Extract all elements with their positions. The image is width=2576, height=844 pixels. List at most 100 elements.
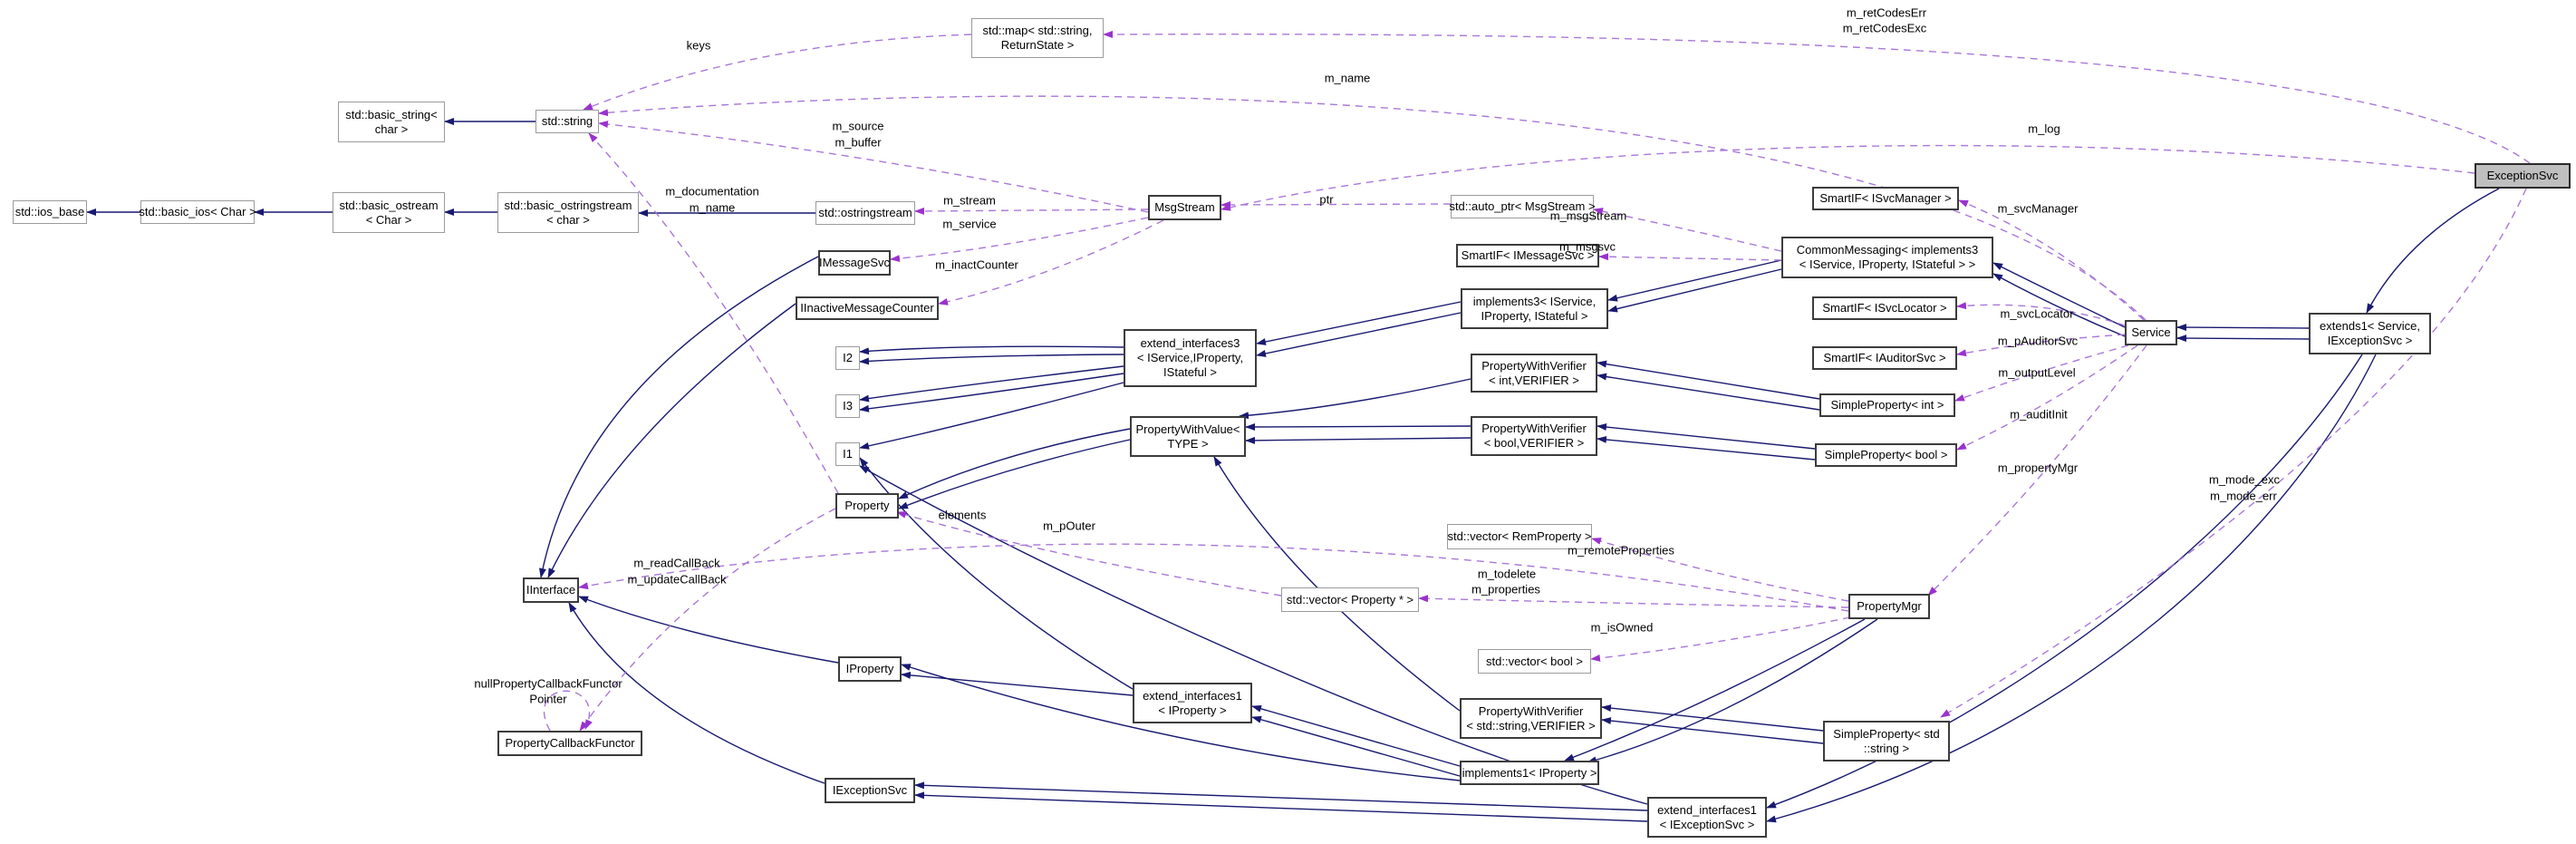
node-label-line: ExceptionSvc [2486,169,2559,182]
usage-edge-71 [543,690,593,732]
node-simpleproperty-int[interactable]: SimpleProperty< int > [1819,393,1955,417]
node-i1[interactable]: I1 [835,442,860,466]
usage-edge-67 [1590,616,1851,662]
node-std-string[interactable]: std::string [535,110,599,133]
usage-edge-50 [598,121,1149,213]
edge-label-m_retCodesErr: m_retCodesErr [1846,5,1927,20]
inheritance-edge-40 [859,382,1124,450]
node-label-line: SimpleProperty< bool > [1824,448,1948,461]
node-label-line: < Char > [365,212,412,227]
node-label-line: IProperty, IStateful > [1481,308,1588,323]
inheritance-edge-43 [539,256,819,578]
node-imessagesvc[interactable]: IMessageSvc [818,250,891,276]
node-ostringstream[interactable]: std::ostringstream [815,201,915,225]
inheritance-edge-14 [914,781,1648,811]
inheritance-edge-7 [1992,262,2126,328]
node-smartif-iauditorsvc[interactable]: SmartIF< IAuditorSvc > [1812,346,1957,370]
node-label-line: PropertyWithVerifier [1478,703,1584,718]
node-extend-interfaces3[interactable]: extend_interfaces3< IService,IProperty,I… [1124,329,1257,387]
node-vector-property-ptr[interactable]: std::vector< Property * > [1281,587,1419,612]
usage-edge-72 [1940,188,2527,718]
usage-edge-68 [578,543,1849,612]
inheritance-edge-17 [1251,715,1461,777]
node-label-line: MsgStream [1154,200,1215,214]
node-i3[interactable]: I3 [835,394,860,418]
node-iexceptionsvc[interactable]: IExceptionSvc [825,778,915,803]
node-vector-bool[interactable]: std::vector< bool > [1478,649,1591,674]
node-basic-ios[interactable]: std::basic_ios< Char > [139,200,256,224]
edge-label-m_readCallBack: m_readCallBack [633,556,720,570]
usage-edge-48 [583,34,972,111]
edge-label-m_mode_exc: m_mode_exc [2208,472,2281,487]
edge-label-m_documentation: m_documentation [665,184,759,199]
usage-edge-64 [1927,344,2147,597]
node-auto-ptr[interactable]: std::auto_ptr< MsgStream > [1449,195,1596,218]
node-label-line: IProperty [845,662,894,675]
node-vector-remproperty[interactable]: std::vector< RemProperty > [1447,524,1592,549]
usage-edge-51 [588,132,839,494]
node-extend-interfaces1-iexceptionsvc[interactable]: extend_interfaces1< IExceptionSvc > [1647,797,1767,838]
node-iinterface[interactable]: IInterface [523,577,579,603]
node-label-line: PropertyMgr [1857,599,1922,613]
node-propertycallbackfunctor[interactable]: PropertyCallbackFunctor [497,731,642,756]
node-smartif-imessagesvc[interactable]: SmartIF< IMessageSvc > [1456,244,1599,267]
node-implements3[interactable]: implements3< IService,IProperty, IStatef… [1461,288,1608,329]
edge-label-m_inactCounter: m_inactCounter [935,257,1018,272]
node-ios-base[interactable]: std::ios_base [13,200,87,224]
node-msgstream[interactable]: MsgStream [1148,195,1221,220]
inheritance-edge-9 [2176,324,2310,332]
edge-label-m_todelete: m_todelete [1477,567,1537,581]
node-basic-string[interactable]: std::basic_string<char > [338,102,445,142]
node-basic-ostringstream[interactable]: std::basic_ostringstream< char > [497,192,639,233]
node-extends1-service[interactable]: extends1< Service,IExceptionSvc > [2309,313,2431,354]
node-propertywithvalue[interactable]: PropertyWithValue<TYPE > [1130,416,1246,457]
node-label-line: char > [374,121,409,136]
node-label-line: PropertyCallbackFunctor [505,736,635,750]
usage-edge-57 [1593,208,1782,252]
node-propertywithverifier-bool[interactable]: PropertyWithVerifier< bool,VERIFIER > [1471,416,1597,456]
usage-edge-47 [1103,30,2531,164]
node-extend-interfaces1-iproperty[interactable]: extend_interfaces1< IProperty > [1133,683,1252,723]
node-label-line: std::string [541,114,593,128]
node-label-line: IMessageSvc [818,256,891,269]
node-i2[interactable]: I2 [835,346,860,370]
edge-label-keys: keys [686,38,711,53]
inheritance-edge-24 [1597,423,1816,450]
node-service[interactable]: Service [2125,320,2177,345]
inheritance-edge-35 [1256,312,1462,357]
node-iinactivemessagecounter[interactable]: IInactiveMessageCounter [796,296,939,320]
edge-label-m_remoteProperties: m_remoteProperties [1568,543,1674,558]
node-std-map[interactable]: std::map< std::string,ReturnState > [971,18,1104,58]
node-label-line: < IService, IProperty, IStateful > > [1799,257,1976,271]
node-basic-ostream[interactable]: std::basic_ostream< Char > [333,192,445,233]
usage-edge-70 [579,508,836,732]
node-smartif-isvcmanager[interactable]: SmartIF< ISvcManager > [1812,187,1959,210]
node-propertywithverifier-int[interactable]: PropertyWithVerifier< int,VERIFIER > [1471,354,1597,393]
node-label-line: IStateful > [1163,365,1217,379]
node-simpleproperty-string[interactable]: SimpleProperty< std::string > [1823,721,1950,762]
inheritance-edge-30 [1245,436,1471,444]
node-label-line: ::string > [1863,741,1910,755]
inheritance-edge-20 [1564,618,1866,762]
node-implements1-iproperty[interactable]: implements1< IProperty > [1460,761,1599,785]
node-propertymgr[interactable]: PropertyMgr [1848,594,1930,619]
edge-label-m_updateCallBack: m_updateCallBack [627,572,727,587]
inheritance-edge-11 [2366,188,2500,314]
node-propertywithverifier-string[interactable]: PropertyWithVerifier< std::string,VERIFI… [1460,698,1602,739]
edge-label-m_log: m_log [2028,121,2060,136]
node-label-line: implements1< IProperty > [1462,765,1597,780]
node-iproperty[interactable]: IProperty [838,656,902,682]
inheritance-edge-44 [547,303,796,578]
node-smartif-isvclocator[interactable]: SmartIF< ISvcLocator > [1812,296,1957,320]
inheritance-edge-6 [1607,268,1782,313]
node-commonmessaging[interactable]: CommonMessaging< implements3< IService, … [1781,237,1993,278]
node-exceptionsvc: ExceptionSvc [2475,163,2571,189]
node-simpleproperty-bool[interactable]: SimpleProperty< bool > [1815,443,1957,467]
edge-label-m_msgStream: m_msgStream [1549,209,1627,223]
usage-edge-49 [598,95,2147,321]
node-label-line: std::map< std::string, [982,24,1093,37]
node-property[interactable]: Property [835,493,899,519]
edge-label-m_pOuter: m_pOuter [1043,519,1095,533]
node-label-line: < char > [546,212,590,227]
inheritance-edge-46 [568,602,825,784]
